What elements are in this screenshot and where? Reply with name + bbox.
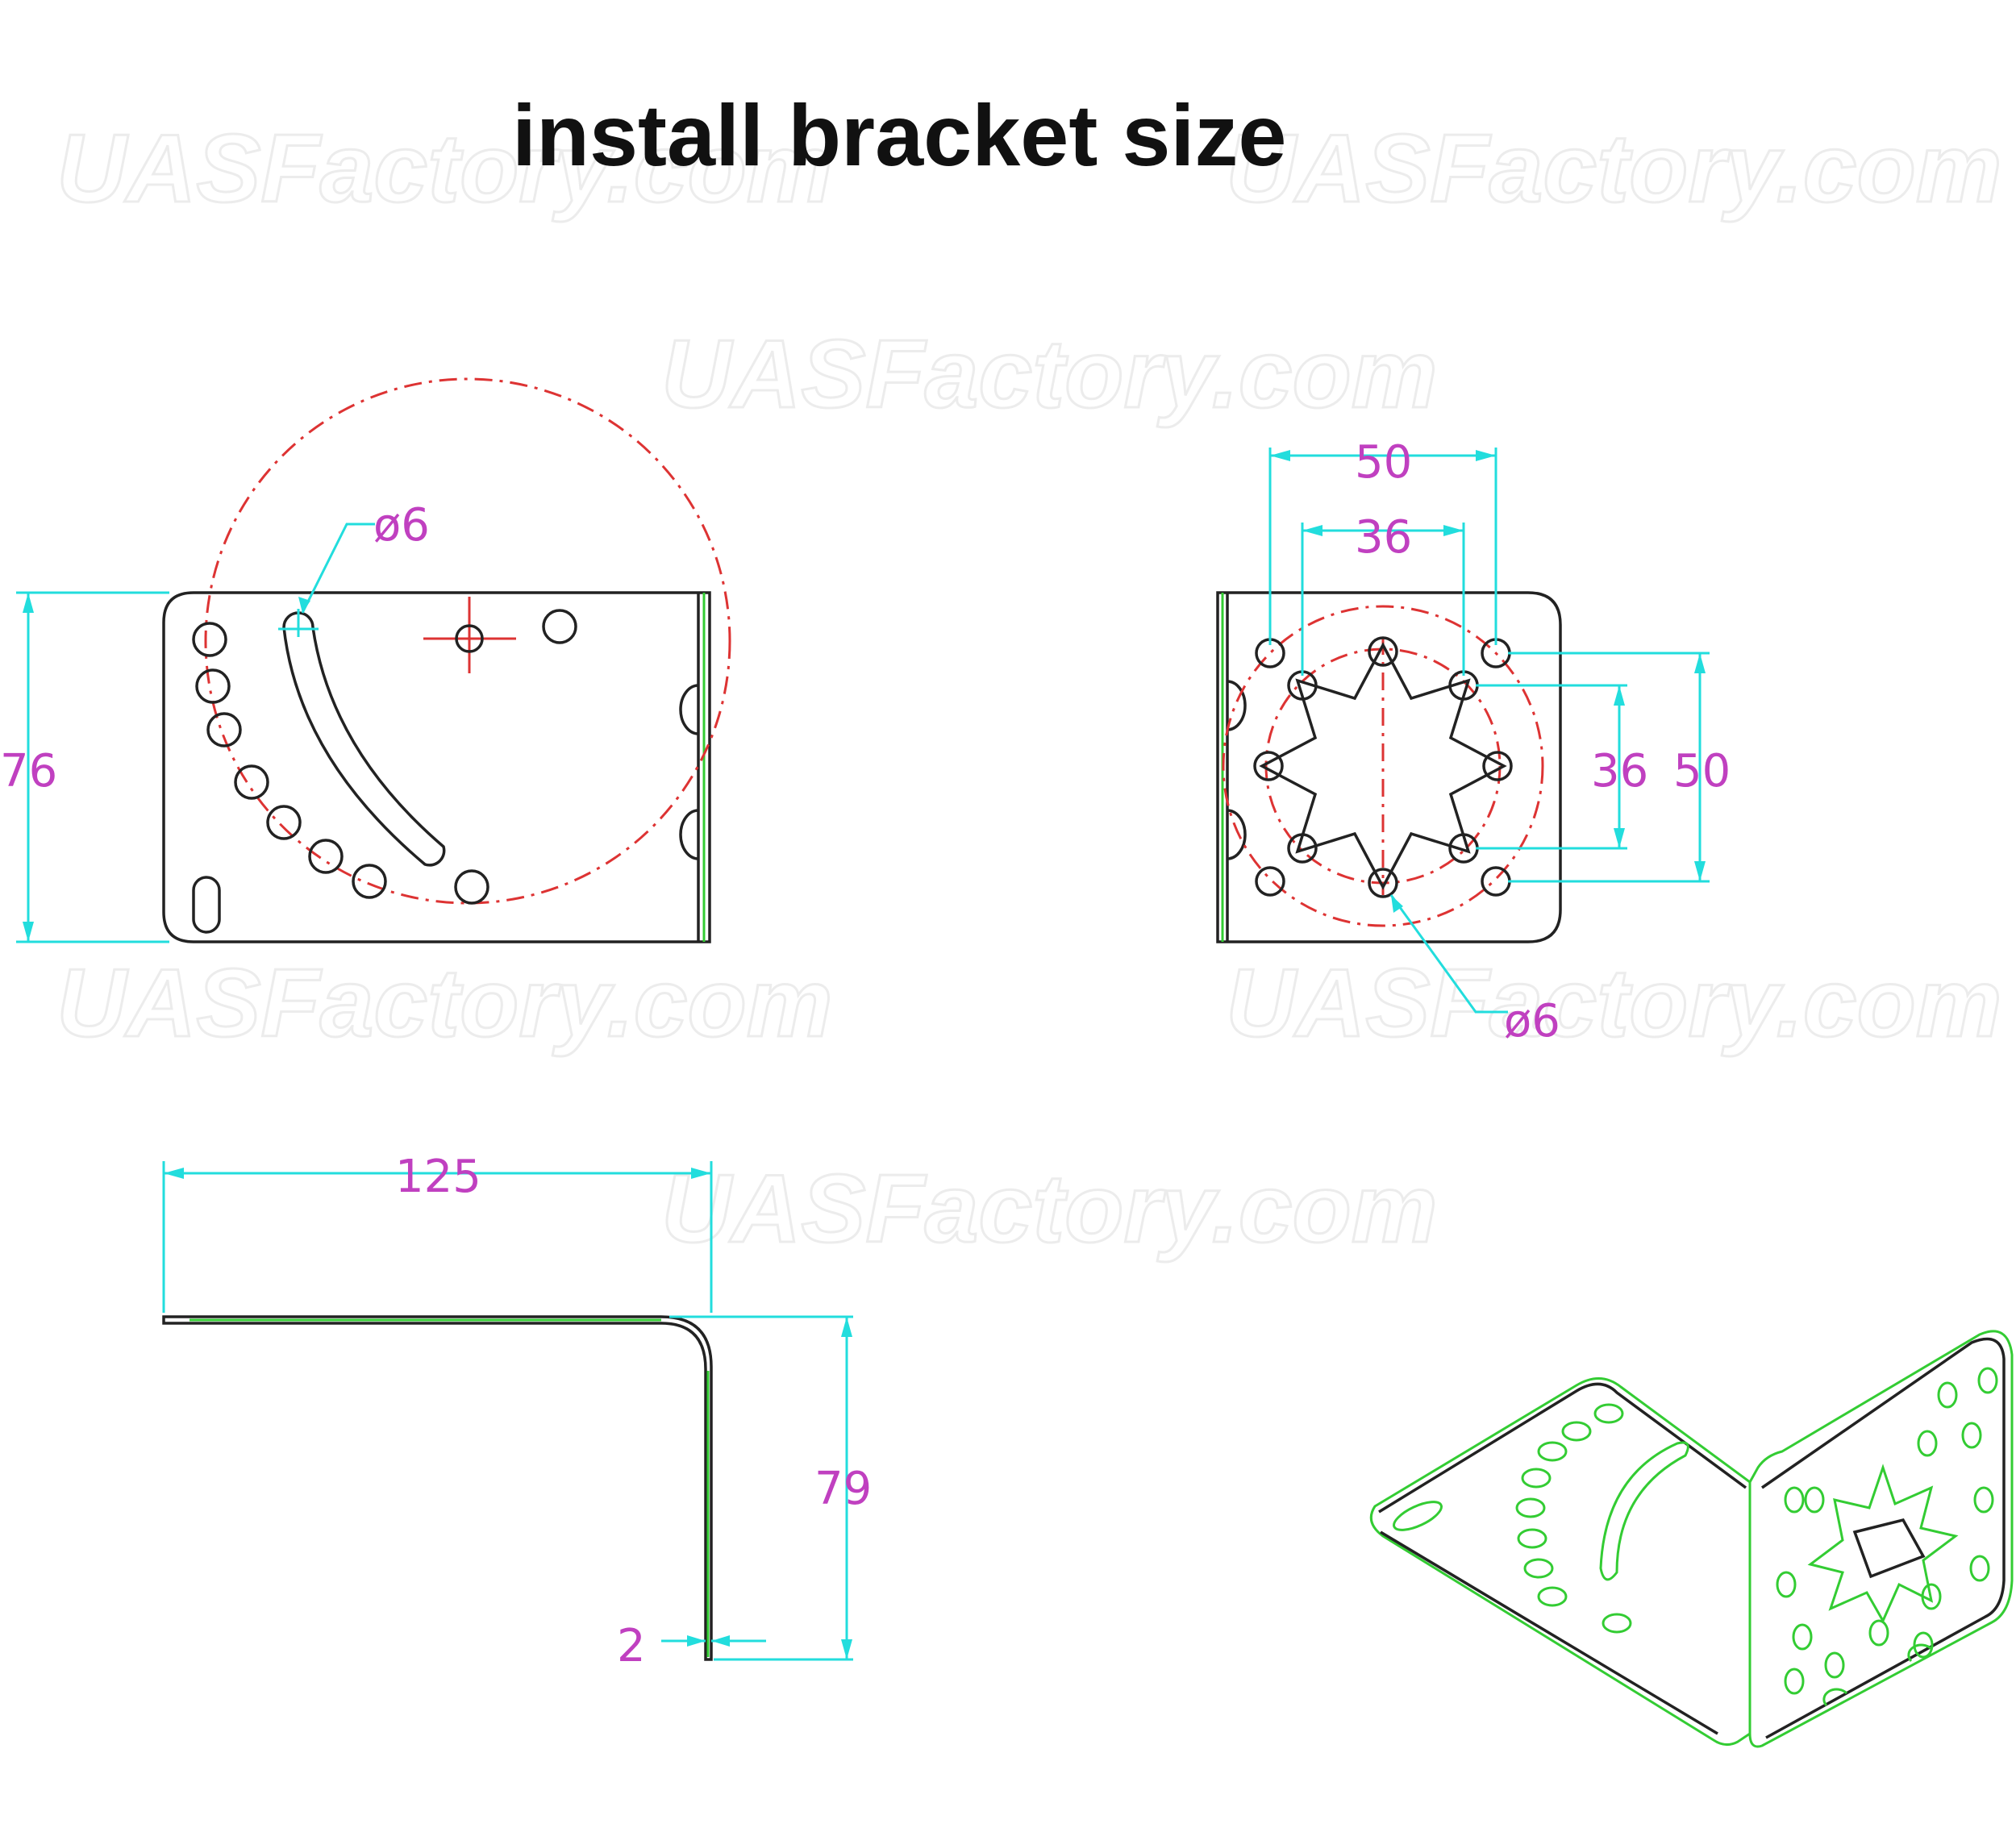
width-36-label: 36 — [1355, 511, 1412, 564]
mount-hole — [542, 609, 577, 644]
iso-hole — [1515, 1497, 1546, 1518]
iso-hole — [1961, 1422, 1982, 1449]
iso-hole — [1913, 1631, 1934, 1659]
height-36-label: 36 — [1591, 745, 1648, 797]
iso-star-cutout — [1807, 1464, 1959, 1624]
iso-hole — [1537, 1441, 1568, 1462]
watermark: UASFactory.com — [56, 115, 832, 223]
side-plate-outline — [162, 591, 711, 943]
mount-hole — [454, 869, 489, 905]
mount-hole — [206, 712, 242, 747]
iso-hole — [1969, 1555, 1990, 1582]
iso-hole — [1868, 1619, 1889, 1647]
watermark: UASFactory.com — [1226, 115, 2001, 223]
iso-hole — [1521, 1468, 1552, 1489]
iso-hole — [1784, 1486, 1805, 1514]
pitch-circle — [204, 377, 731, 905]
bend-notch — [679, 809, 699, 860]
height-76-label: 76 — [0, 745, 57, 797]
iso-hole — [1973, 1486, 1994, 1514]
mount-hole — [1287, 833, 1318, 864]
iso-hole — [1602, 1613, 1632, 1634]
width-50-label: 50 — [1355, 436, 1412, 489]
slot-diameter-label: ø6 — [373, 499, 430, 552]
front-plate-view: 50 36 36 50 ø6 — [1216, 436, 1731, 1047]
mount-hole — [234, 764, 269, 800]
iso-arc-slot — [1599, 1441, 1689, 1581]
iso-hole — [1784, 1668, 1805, 1695]
profile-outline — [162, 1315, 713, 1661]
iso-hole — [1792, 1623, 1813, 1651]
bend-notch — [679, 684, 699, 735]
iso-hole — [1937, 1381, 1958, 1409]
height-50-label: 50 — [1673, 745, 1731, 797]
front-plate-outline — [1216, 591, 1562, 943]
mount-hole — [1253, 751, 1284, 781]
mount-hole — [266, 805, 302, 840]
isometric-view — [1369, 1330, 2014, 1748]
outer-pitch-circle — [1222, 605, 1544, 927]
length-125-label: 125 — [395, 1151, 481, 1203]
iso-hole — [1593, 1403, 1624, 1424]
iso-hole — [1804, 1486, 1825, 1514]
inner-pitch-circle — [1264, 648, 1502, 885]
mount-hole — [195, 668, 231, 704]
iso-slot — [1393, 1501, 1443, 1531]
iso-hole — [1776, 1571, 1797, 1598]
watermarks: UASFactory.com UASFactory.com UASFactory… — [56, 114, 2003, 1264]
mount-hole — [1368, 868, 1398, 898]
watermark: UASFactory.com — [56, 949, 832, 1057]
bend-notch — [1227, 809, 1247, 860]
watermark: UASFactory.com — [1226, 949, 2001, 1057]
mount-slot — [192, 876, 221, 934]
mount-hole — [308, 839, 344, 874]
profile-view: 125 79 2 — [162, 1151, 872, 1672]
mount-hole — [1368, 636, 1398, 667]
iso-hole — [1824, 1651, 1845, 1679]
iso-hole — [1921, 1583, 1942, 1610]
thickness-2-label: 2 — [617, 1620, 646, 1672]
iso-hole — [1523, 1558, 1554, 1579]
iso-hole — [1561, 1421, 1592, 1442]
watermark: UASFactory.com — [661, 320, 1437, 428]
page-title: install bracket size — [512, 86, 1286, 184]
mount-hole — [192, 622, 227, 657]
side-plate-view: ø6 76 — [0, 377, 731, 943]
iso-hole — [1917, 1430, 1938, 1457]
iso-base-plate — [1369, 1377, 1752, 1746]
iso-hole — [1517, 1528, 1547, 1549]
mount-hole — [352, 864, 387, 899]
hole-diameter-label: ø6 — [1504, 995, 1560, 1047]
mount-hole — [1482, 751, 1513, 781]
watermark: UASFactory.com — [661, 1155, 1437, 1263]
iso-upright-plate — [1748, 1330, 2014, 1748]
iso-hole — [1537, 1586, 1568, 1607]
mount-hole — [1255, 866, 1285, 897]
arc-slot — [282, 611, 446, 867]
bend-notch — [1227, 680, 1247, 731]
mount-hole — [1481, 866, 1511, 897]
iso-hole — [1977, 1367, 1998, 1394]
height-79-label: 79 — [814, 1463, 872, 1515]
star-cutout — [1259, 642, 1507, 890]
